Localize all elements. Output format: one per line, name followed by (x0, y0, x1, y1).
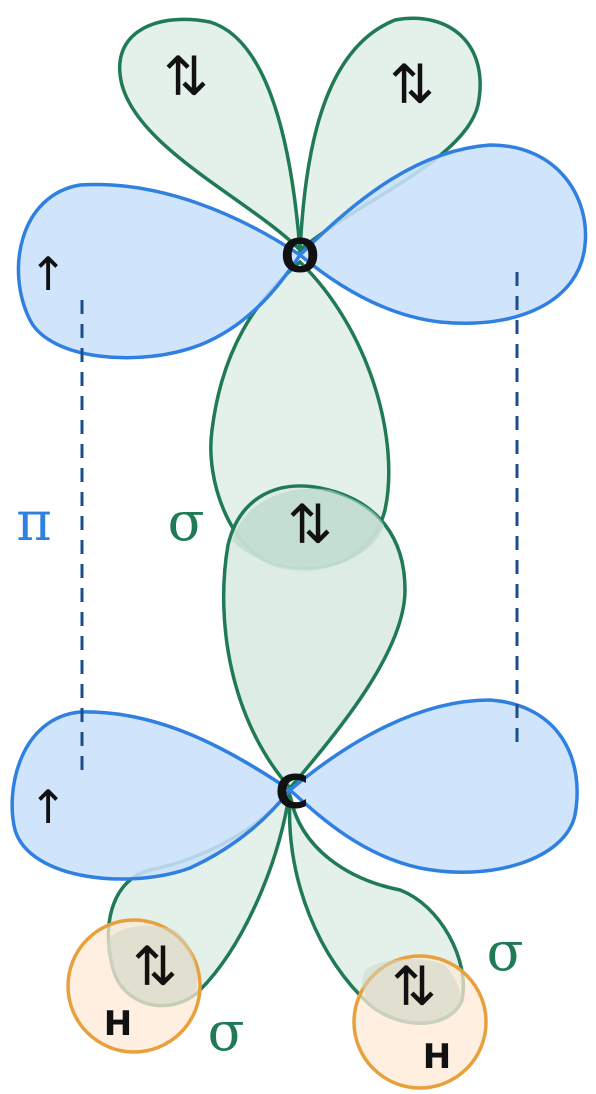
bond-label-sigma-ch-left: σ (208, 1000, 245, 1063)
atom-label-carbon: C (275, 765, 309, 819)
ch-overlap-right (362, 958, 461, 1025)
electron-pair-ch-left: ⇅ (132, 935, 177, 998)
ch-overlap-left (107, 925, 198, 1005)
bond-label-pi: π (16, 490, 52, 553)
electron-pair-sigma-co: ⇅ (287, 493, 332, 556)
oxygen-p-lobe-right (297, 143, 588, 325)
atom-label-oxygen: O (280, 229, 319, 283)
electron-single-o-p: ↑ (29, 247, 68, 301)
electron-pair-o-right: ⇅ (389, 53, 434, 116)
oxygen-lone-pair-lobe-left (118, 17, 303, 255)
carbon-p-lobe-left (10, 710, 293, 881)
oxygen-p-lobe-left (16, 182, 303, 360)
carbon-p-lobe-right (287, 698, 579, 874)
bond-label-sigma-co: σ (168, 490, 205, 553)
atom-label-hydrogen-left: H (104, 1004, 132, 1044)
electron-pair-o-left: ⇅ (163, 45, 208, 108)
sigma-overlap-region (232, 488, 384, 570)
electron-pair-ch-right: ⇅ (391, 955, 436, 1018)
electron-single-c-p: ↑ (29, 780, 68, 834)
bond-label-sigma-ch-right: σ (487, 920, 524, 983)
atom-label-hydrogen-right: H (423, 1037, 451, 1077)
